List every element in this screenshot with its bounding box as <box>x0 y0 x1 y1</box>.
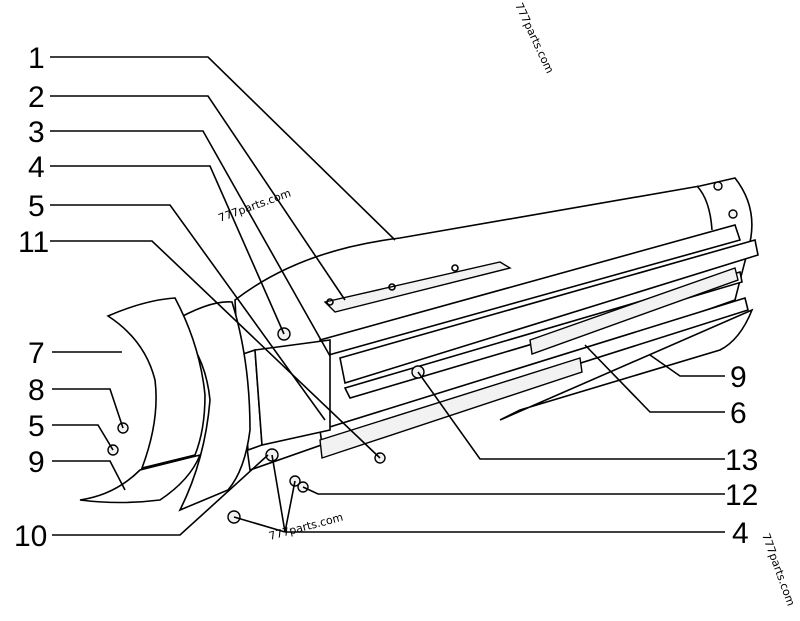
callouts-right: 9 6 13 12 4 <box>725 361 758 550</box>
callout-5-lower: 5 <box>28 410 45 443</box>
callout-1: 1 <box>28 42 45 75</box>
callout-7: 7 <box>28 337 45 370</box>
callout-8: 8 <box>28 374 45 407</box>
watermark-bottom: 777parts.com <box>267 511 344 543</box>
end-frame <box>239 339 331 452</box>
watermark-top: 777parts.com <box>512 1 556 76</box>
callout-6: 6 <box>730 397 747 430</box>
leader-lines <box>50 56 725 536</box>
callout-2: 2 <box>28 81 45 114</box>
side-plate-7 <box>106 297 206 470</box>
callout-11: 11 <box>18 226 49 259</box>
callout-10: 10 <box>14 520 47 553</box>
bolted-strip-lower <box>319 296 749 459</box>
watermark-right: 777parts.com <box>759 532 797 608</box>
callout-4-lower: 4 <box>732 517 749 550</box>
flat-bar-6 <box>529 267 739 355</box>
callout-5: 5 <box>28 190 45 223</box>
callout-4: 4 <box>28 151 45 184</box>
callout-3: 3 <box>28 116 45 149</box>
callouts-left: 1 2 3 4 5 11 7 8 5 9 10 <box>14 42 49 553</box>
cutting-edge-left <box>79 453 202 504</box>
callout-9-left: 9 <box>28 446 45 479</box>
callout-13: 13 <box>725 444 758 477</box>
end-plate-11 <box>170 301 251 512</box>
callout-12: 12 <box>725 479 758 512</box>
top-rail <box>323 261 512 313</box>
cutting-edge-right <box>499 308 754 421</box>
flat-bar-long <box>339 238 759 385</box>
callout-9-right: 9 <box>730 361 747 394</box>
